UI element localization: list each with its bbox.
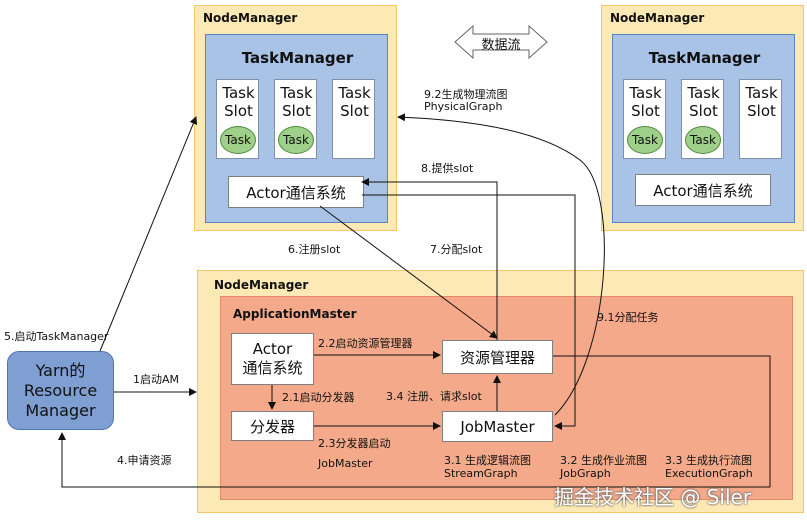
task-slot-label: Task Slot bbox=[745, 84, 778, 120]
task-slot-label: Task Slot bbox=[222, 84, 255, 120]
task-slot-label: Task Slot bbox=[280, 84, 313, 120]
node-manager-right: NodeManager TaskManager Task Slot Task T… bbox=[601, 5, 804, 231]
task-circle: Task bbox=[278, 126, 314, 154]
step-1-label: 1启动AM bbox=[133, 373, 180, 386]
step-3-4-label: 3.4 注册、请求slot bbox=[386, 390, 482, 403]
application-master-title: ApplicationMaster bbox=[233, 307, 357, 321]
step-4-label: 4.申请资源 bbox=[117, 454, 172, 467]
task-manager-title: TaskManager bbox=[241, 49, 354, 67]
yarn-resource-manager: Yarn的 Resource Manager bbox=[7, 351, 114, 430]
task-circle: Task bbox=[685, 126, 721, 154]
node-manager-bottom: NodeManager ApplicationMaster bbox=[197, 270, 804, 513]
arrow-physical-graph bbox=[397, 113, 605, 416]
task-slot: Task Slot Task bbox=[623, 79, 666, 159]
task-slot-label: Task Slot bbox=[338, 84, 371, 120]
arrow-register-slot bbox=[319, 205, 498, 339]
task-slot: Task Slot bbox=[332, 79, 375, 159]
step-3-1-sub-label: StreamGraph bbox=[444, 467, 518, 480]
arrow-allocate-slot bbox=[361, 178, 498, 340]
step-9-2-label: 9.2生成物理流图 bbox=[424, 88, 508, 101]
actor-comm-system: Actor通信系统 bbox=[228, 176, 364, 208]
step-3-2-sub-label: JobGraph bbox=[560, 467, 611, 480]
task-circle: Task bbox=[627, 126, 663, 154]
step-9-2-sub-label: PhysicalGraph bbox=[424, 100, 503, 113]
task-manager-title: TaskManager bbox=[648, 49, 761, 67]
resource-manager-box: 资源管理器 bbox=[442, 340, 553, 374]
step-2-1-label: 2.1启动分发器 bbox=[282, 391, 355, 404]
task-slot: Task Slot Task bbox=[274, 79, 317, 159]
watermark: 掘金技术社区 @ Siler bbox=[554, 485, 752, 509]
application-master: ApplicationMaster bbox=[220, 296, 793, 500]
task-slot: Task Slot Task bbox=[681, 79, 724, 159]
task-circle: Task bbox=[220, 126, 256, 154]
step-7-label: 7.分配slot bbox=[430, 243, 483, 256]
step-5-label: 5.启动TaskManager bbox=[4, 330, 109, 343]
step-3-3-label: 3.3 生成执行流图 bbox=[665, 454, 752, 467]
am-actor-comm-system: Actor 通信系统 bbox=[231, 333, 314, 385]
step-3-2-label: 3.2 生成作业流图 bbox=[560, 454, 647, 467]
step-2-3-label: 2.3分发器启动 bbox=[318, 437, 391, 450]
data-flow-label: 数据流 bbox=[481, 38, 521, 53]
task-slot: Task Slot Task bbox=[216, 79, 259, 159]
task-slot-label: Task Slot bbox=[629, 84, 662, 120]
node-manager-title: NodeManager bbox=[214, 278, 309, 292]
task-manager-left: TaskManager Task Slot Task Task Slot Tas… bbox=[205, 34, 388, 223]
arrow-provide-slot bbox=[362, 194, 576, 430]
task-slot-label: Task Slot bbox=[687, 84, 720, 120]
double-arrow-icon bbox=[454, 24, 548, 60]
actor-comm-system: Actor通信系统 bbox=[635, 174, 771, 206]
data-flow-legend: 数据流 bbox=[453, 22, 549, 62]
node-manager-title: NodeManager bbox=[610, 11, 705, 25]
job-master-box: JobMaster bbox=[442, 411, 553, 442]
arrow-start-taskmanager bbox=[99, 116, 198, 352]
step-2-3-sub-label: JobMaster bbox=[318, 457, 373, 470]
node-manager-left: NodeManager TaskManager Task Slot Task T… bbox=[194, 5, 397, 231]
task-slot: Task Slot bbox=[739, 79, 782, 159]
task-manager-right: TaskManager Task Slot Task Task Slot Tas… bbox=[612, 34, 795, 223]
dispatcher-box: 分发器 bbox=[231, 411, 314, 441]
step-9-1-label: 9.1分配任务 bbox=[597, 311, 659, 324]
step-2-2-label: 2.2启动资源管理器 bbox=[318, 337, 413, 350]
step-8-label: 8.提供slot bbox=[421, 162, 474, 175]
step-3-3-sub-label: ExecutionGraph bbox=[665, 467, 753, 480]
node-manager-title: NodeManager bbox=[203, 11, 298, 25]
step-6-label: 6.注册slot bbox=[288, 243, 341, 256]
arrow-request-resources bbox=[58, 355, 771, 488]
step-3-1-label: 3.1 生成逻辑流图 bbox=[444, 454, 531, 467]
